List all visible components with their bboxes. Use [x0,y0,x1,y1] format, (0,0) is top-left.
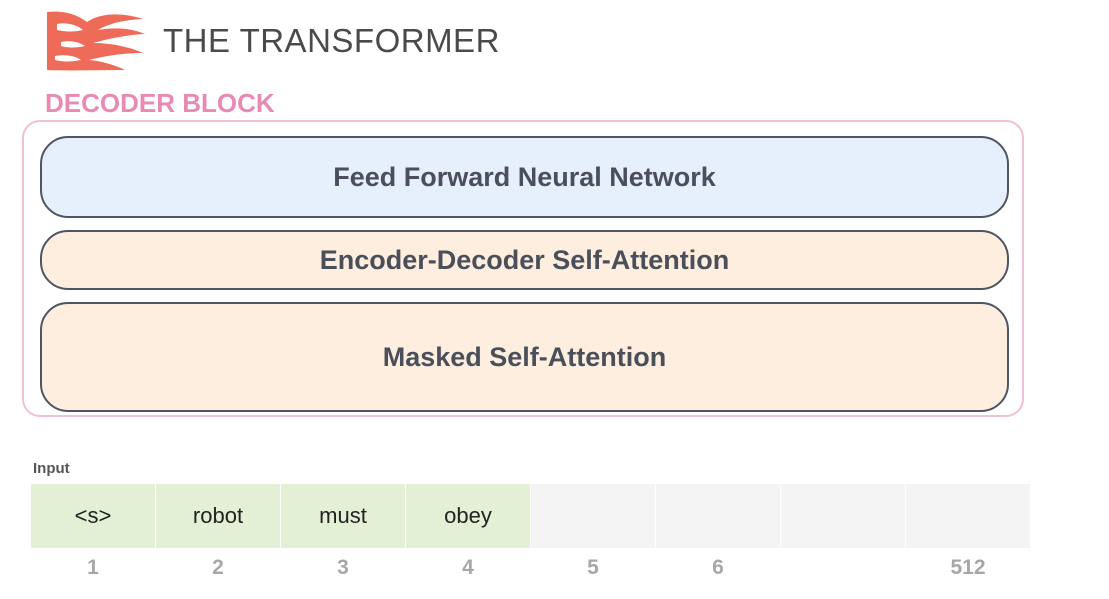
position-index: 512 [950,556,986,579]
feed-forward-label: Feed Forward Neural Network [333,161,716,192]
input-token: robot [156,484,280,548]
page-title: THE TRANSFORMER [163,22,500,59]
position-index: 5 [587,556,599,579]
empty-token-slot [531,484,655,548]
position-index: 1 [87,556,99,579]
input-token: obey [406,484,530,548]
decoder-block-frame [22,120,1024,417]
input-token: <s> [31,484,155,548]
position-index: 3 [337,556,349,579]
encoder-decoder-attention-label: Encoder-Decoder Self-Attention [319,244,730,275]
position-index: 2 [212,556,224,579]
input-token: must [281,484,405,548]
input-label: Input [33,460,70,477]
position-index: 4 [462,556,474,579]
decoder-block-label: DECODER BLOCK [45,88,275,118]
input-token-row: <s> robot must obey [31,484,1030,548]
encoder-decoder-attention-layer: Encoder-Decoder Self-Attention [40,230,1009,290]
position-index [781,556,905,584]
empty-token-slot [656,484,780,548]
empty-token-slot [781,484,905,548]
position-index-row: 1 2 3 4 5 6 512 [31,556,1031,584]
empty-token-slot [906,484,1030,548]
feed-forward-layer: Feed Forward Neural Network [40,136,1009,218]
position-index: 6 [712,556,724,579]
flame-logo-icon [47,11,145,71]
masked-self-attention-label: Masked Self-Attention [382,341,667,372]
masked-self-attention-layer: Masked Self-Attention [40,302,1009,412]
